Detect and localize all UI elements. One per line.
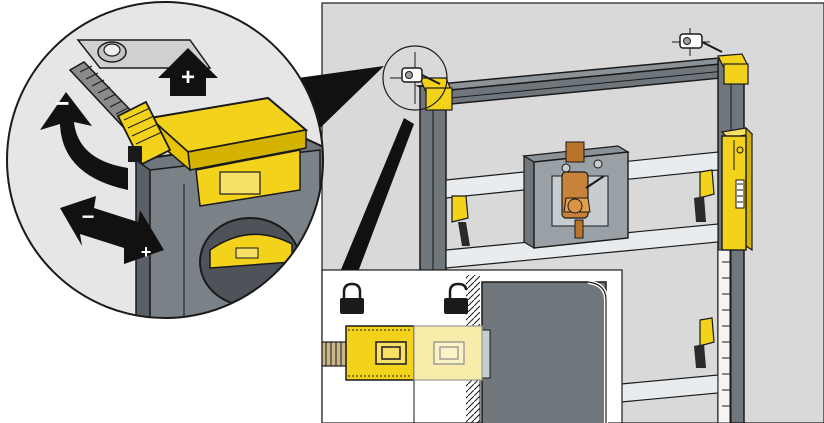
adjust-up-arrow-icon: + — [158, 48, 218, 96]
locked-slider — [345, 325, 415, 381]
inset-pointer — [340, 118, 414, 272]
frame-clamp-right-upper — [694, 169, 715, 222]
magnify-pointer — [298, 66, 384, 130]
rotate-arrow-icon: − — [40, 88, 128, 190]
rotate-sign: − — [54, 88, 69, 118]
wall-anchor-left — [382, 45, 448, 111]
padlock-unlocked-icon — [444, 282, 468, 314]
adjust-up-sign: + — [181, 64, 195, 91]
slide-arrow-icon: − + — [60, 196, 164, 264]
valve-box — [522, 141, 630, 250]
slide-plus-sign: + — [141, 242, 152, 262]
wall-anchor-right — [672, 28, 723, 56]
padlock-locked-icon — [340, 282, 364, 314]
slide-minus-sign: − — [82, 204, 95, 229]
lock-detail-inset — [321, 269, 623, 423]
frame-clamp-right-lower — [694, 317, 715, 368]
unlocked-slider-ghost — [413, 325, 483, 381]
height-gauge — [720, 126, 754, 252]
magnified-detail-circle: + − − + — [6, 1, 324, 319]
frame-clamp-left-upper — [451, 195, 470, 246]
